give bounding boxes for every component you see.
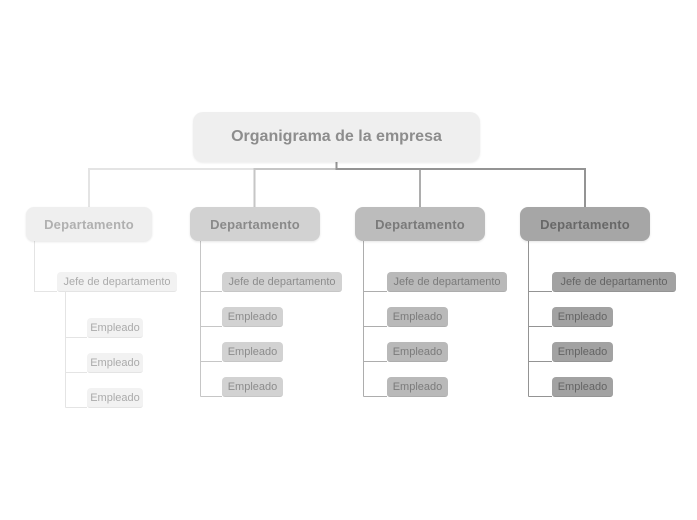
employee-box-2-3: Empleado <box>222 377 283 397</box>
manager-box-1: Jefe de departamento <box>57 272 177 292</box>
employee-box-1-1: Empleado <box>87 318 143 338</box>
employee-box-3-1: Empleado <box>387 307 448 327</box>
employee-box-1-3: Empleado <box>87 388 143 408</box>
connector-dept1-to-manager <box>34 241 57 292</box>
manager-box-3: Jefe de departamento <box>387 272 507 292</box>
employee-box-2-2: Empleado <box>222 342 283 362</box>
employee-box-1-2: Empleado <box>87 353 143 373</box>
department-box-2: Departamento <box>190 207 320 241</box>
manager-box-4: Jefe de departamento <box>552 272 676 292</box>
employee-box-4-1: Empleado <box>552 307 613 327</box>
connector-title-to-dept-4 <box>335 161 586 208</box>
connector-title-to-dept-2 <box>253 161 338 208</box>
department-box-3: Departamento <box>355 207 485 241</box>
department-box-4: Departamento <box>520 207 650 241</box>
employee-box-3-2: Empleado <box>387 342 448 362</box>
org-chart-title: Organigrama de la empresa <box>193 112 480 162</box>
department-box-1: Departamento <box>26 207 152 241</box>
manager-box-2: Jefe de departamento <box>222 272 342 292</box>
employee-box-2-1: Empleado <box>222 307 283 327</box>
employee-box-4-2: Empleado <box>552 342 613 362</box>
employee-box-3-3: Empleado <box>387 377 448 397</box>
employee-box-4-3: Empleado <box>552 377 613 397</box>
